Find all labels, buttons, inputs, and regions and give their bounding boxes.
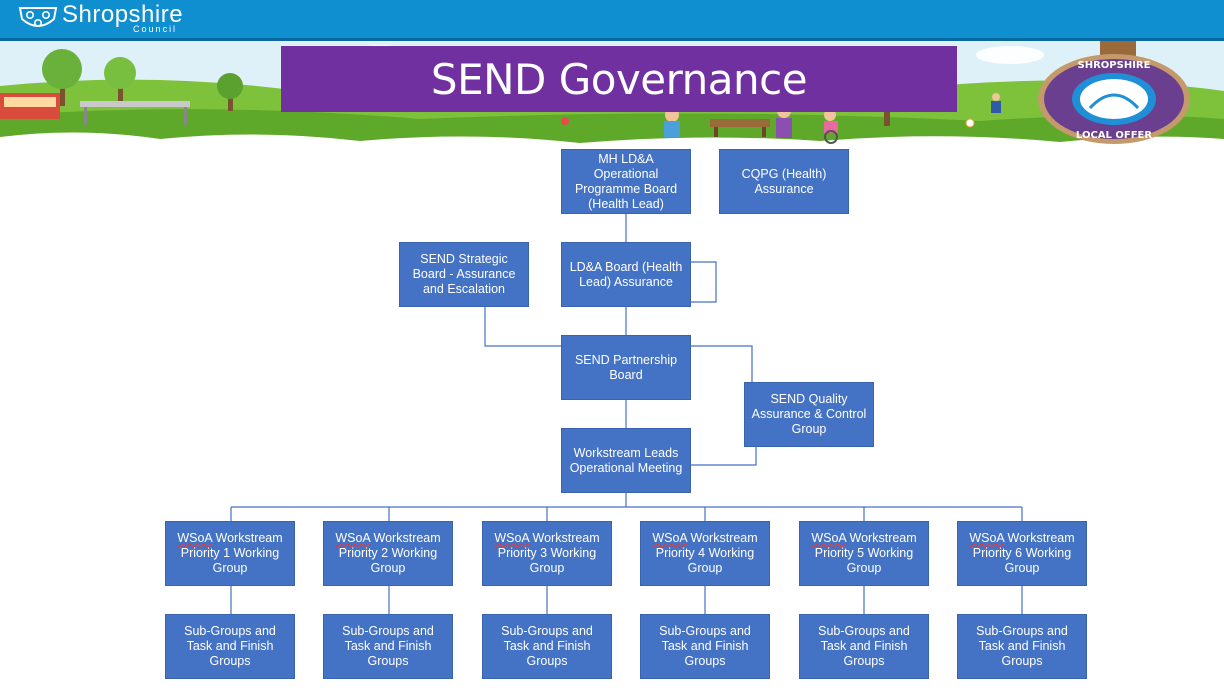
wsoa-label: WSoA <box>969 531 1005 545</box>
header-bar <box>0 0 1224 38</box>
workstream-priority-4-node: WSoA Workstream Priority 4 Working Group <box>640 521 770 586</box>
sub-groups-node-3: Sub-Groups and Task and Finish Groups <box>482 614 612 679</box>
workstream-label: Workstream Priority 2 Working Group <box>338 531 441 575</box>
wsoa-label: WSoA <box>811 531 847 545</box>
workstream-label: Workstream Priority 3 Working Group <box>497 531 600 575</box>
sub-groups-node-4: Sub-Groups and Task and Finish Groups <box>640 614 770 679</box>
workstream-leads-meeting-node: Workstream Leads Operational Meeting <box>561 428 691 493</box>
logo-subtitle: Council <box>133 23 178 34</box>
page-title: SEND Governance <box>430 54 808 104</box>
workstream-label: Workstream Priority 5 Working Group <box>814 531 917 575</box>
workstream-priority-1-node: WSoA Workstream Priority 1 Working Group <box>165 521 295 586</box>
badge-top-text: SHROPSHIRE <box>1078 60 1151 71</box>
header-divider <box>0 38 1224 41</box>
send-partnership-board-node: SEND Partnership Board <box>561 335 691 400</box>
wsoa-label: WSoA <box>652 531 688 545</box>
mh-lda-programme-board-node: MH LD&A Operational Programme Board (Hea… <box>561 149 691 214</box>
workstream-priority-6-node: WSoA Workstream Priority 6 Working Group <box>957 521 1087 586</box>
workstream-label: Workstream Priority 1 Working Group <box>180 531 283 575</box>
logo-name: Shropshire <box>62 0 184 28</box>
workstream-priority-5-node: WSoA Workstream Priority 5 Working Group <box>799 521 929 586</box>
badge-bottom-text: LOCAL OFFER <box>1076 130 1152 141</box>
send-quality-assurance-node: SEND Quality Assurance & Control Group <box>744 382 874 447</box>
local-offer-badge: SHROPSHIRE LOCAL OFFER <box>1038 54 1190 144</box>
title-banner: SEND Governance <box>281 46 957 112</box>
lda-board-node: LD&A Board (Health Lead) Assurance <box>561 242 691 307</box>
sub-groups-node-2: Sub-Groups and Task and Finish Groups <box>323 614 453 679</box>
workstream-label: Workstream Priority 4 Working Group <box>655 531 758 575</box>
shropshire-council-logo: Shropshire Council <box>18 0 184 34</box>
sub-groups-node-5: Sub-Groups and Task and Finish Groups <box>799 614 929 679</box>
workstream-priority-2-node: WSoA Workstream Priority 2 Working Group <box>323 521 453 586</box>
wsoa-label: WSoA <box>177 531 213 545</box>
workstream-label: Workstream Priority 6 Working Group <box>972 531 1075 575</box>
sub-groups-node-6: Sub-Groups and Task and Finish Groups <box>957 614 1087 679</box>
wsoa-label: WSoA <box>494 531 530 545</box>
cqpg-assurance-node: CQPG (Health) Assurance <box>719 149 849 214</box>
workstream-priority-3-node: WSoA Workstream Priority 3 Working Group <box>482 521 612 586</box>
sub-groups-node-1: Sub-Groups and Task and Finish Groups <box>165 614 295 679</box>
loggerheads-crest-icon <box>18 7 58 28</box>
send-strategic-board-node: SEND Strategic Board - Assurance and Esc… <box>399 242 529 307</box>
wsoa-label: WSoA <box>335 531 371 545</box>
